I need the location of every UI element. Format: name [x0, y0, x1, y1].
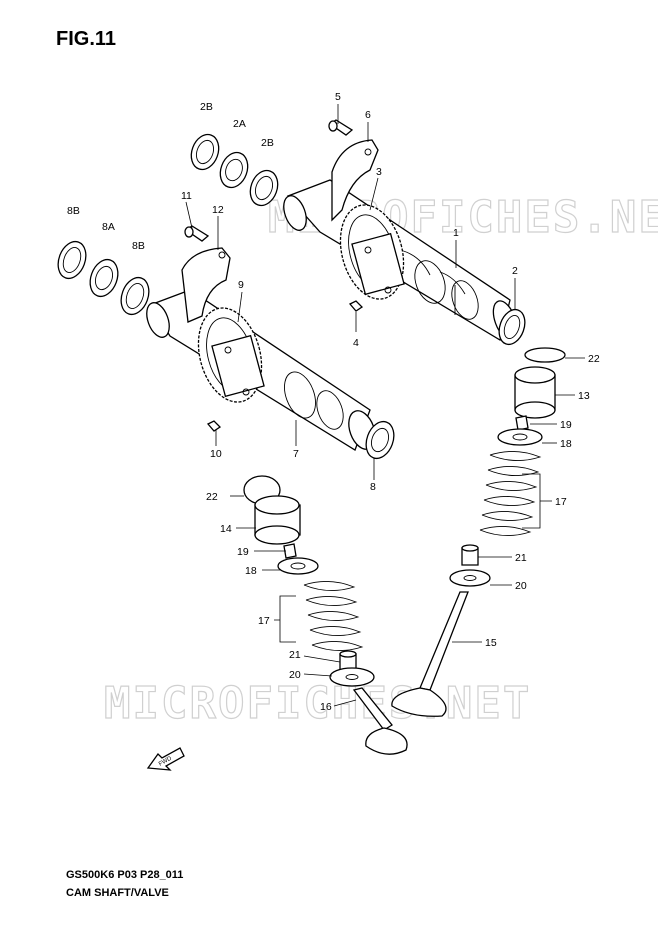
callout-2b-lower: 2B [261, 137, 274, 149]
cam-sprocket-lower [197, 307, 265, 403]
washer-2-right [498, 308, 526, 346]
cotter-19-left [283, 543, 297, 559]
retainer-18-left [277, 557, 319, 575]
shim-22-right [524, 347, 566, 363]
callout-20-left: 20 [289, 669, 301, 681]
washer-2a [219, 151, 249, 189]
callout-17-left: 17 [258, 615, 270, 627]
spring-seat-20-right [449, 569, 491, 587]
seal-21-right [461, 544, 479, 566]
retainer-18-right [497, 428, 543, 446]
washer-8b-upper [57, 240, 87, 280]
callout-9: 9 [238, 279, 244, 291]
callout-17-right: 17 [555, 496, 567, 508]
callout-14: 14 [220, 523, 232, 535]
callout-22-right: 22 [588, 353, 600, 365]
callout-8a: 8A [102, 221, 115, 233]
callout-2: 2 [512, 265, 518, 277]
callout-5: 5 [335, 91, 341, 103]
bolt-5 [328, 119, 354, 136]
callout-15: 15 [485, 637, 497, 649]
callout-21-left: 21 [289, 649, 301, 661]
callouts: 2B 2A 2B 5 6 3 1 2 4 11 12 8B 8A 8B 9 10… [67, 91, 600, 713]
callout-12: 12 [212, 204, 224, 216]
valve-15 [391, 591, 469, 717]
cam-sprocket-upper [339, 204, 405, 300]
forward-direction-arrow-icon: FWD [146, 747, 185, 771]
cotter-19-right [515, 415, 529, 431]
callout-2a: 2A [233, 118, 246, 130]
cam-plate-upper [331, 139, 379, 222]
callout-8b-lower: 8B [132, 240, 145, 252]
callout-10: 10 [210, 448, 222, 460]
bolt-11 [184, 225, 210, 242]
callout-3: 3 [376, 166, 382, 178]
callout-6: 6 [365, 109, 371, 121]
figure-title: FIG.11 [56, 28, 117, 50]
figure-footer: GS500K6 P03 P28_011 CAM SHAFT/VALVE [66, 866, 183, 902]
callout-1: 1 [453, 227, 459, 239]
washer-2b-lower [249, 169, 279, 207]
washer-2b-upper [190, 133, 220, 171]
valve-16 [352, 687, 408, 755]
callout-8: 8 [370, 481, 376, 493]
spring-seat-20-left [329, 667, 375, 687]
washer-8b-lower [120, 276, 150, 316]
callout-4: 4 [353, 337, 359, 349]
tappet-14 [254, 495, 301, 545]
callout-20-right: 20 [515, 580, 527, 592]
callout-16: 16 [320, 701, 332, 713]
washer-8-lower [365, 420, 395, 460]
watermark-lower: MICROFICHES.NET [104, 678, 531, 729]
callout-18-right: 18 [560, 438, 572, 450]
seal-21-left [339, 650, 357, 671]
model-code: GS500K6 P03 P28_011 [66, 869, 184, 881]
callout-7: 7 [293, 448, 299, 460]
callout-22-left: 22 [206, 491, 218, 503]
section-title: CAM SHAFT/VALVE [66, 887, 169, 899]
spring-17-left [303, 581, 364, 651]
leader-lines [185, 104, 585, 707]
washer-8a [89, 258, 119, 298]
pin-10 [206, 420, 222, 432]
callout-18-left: 18 [245, 565, 257, 577]
spring-17-right [479, 451, 542, 536]
callout-13: 13 [578, 390, 590, 402]
callout-2b-upper: 2B [200, 101, 213, 113]
callout-19-right: 19 [560, 419, 572, 431]
tappet-13 [514, 366, 556, 419]
callout-21-right: 21 [515, 552, 527, 564]
callout-19-left: 19 [237, 546, 249, 558]
callout-11: 11 [181, 190, 192, 202]
pin-4 [348, 300, 364, 312]
cam-plate-lower [181, 247, 231, 323]
callout-8b-upper: 8B [67, 205, 80, 217]
